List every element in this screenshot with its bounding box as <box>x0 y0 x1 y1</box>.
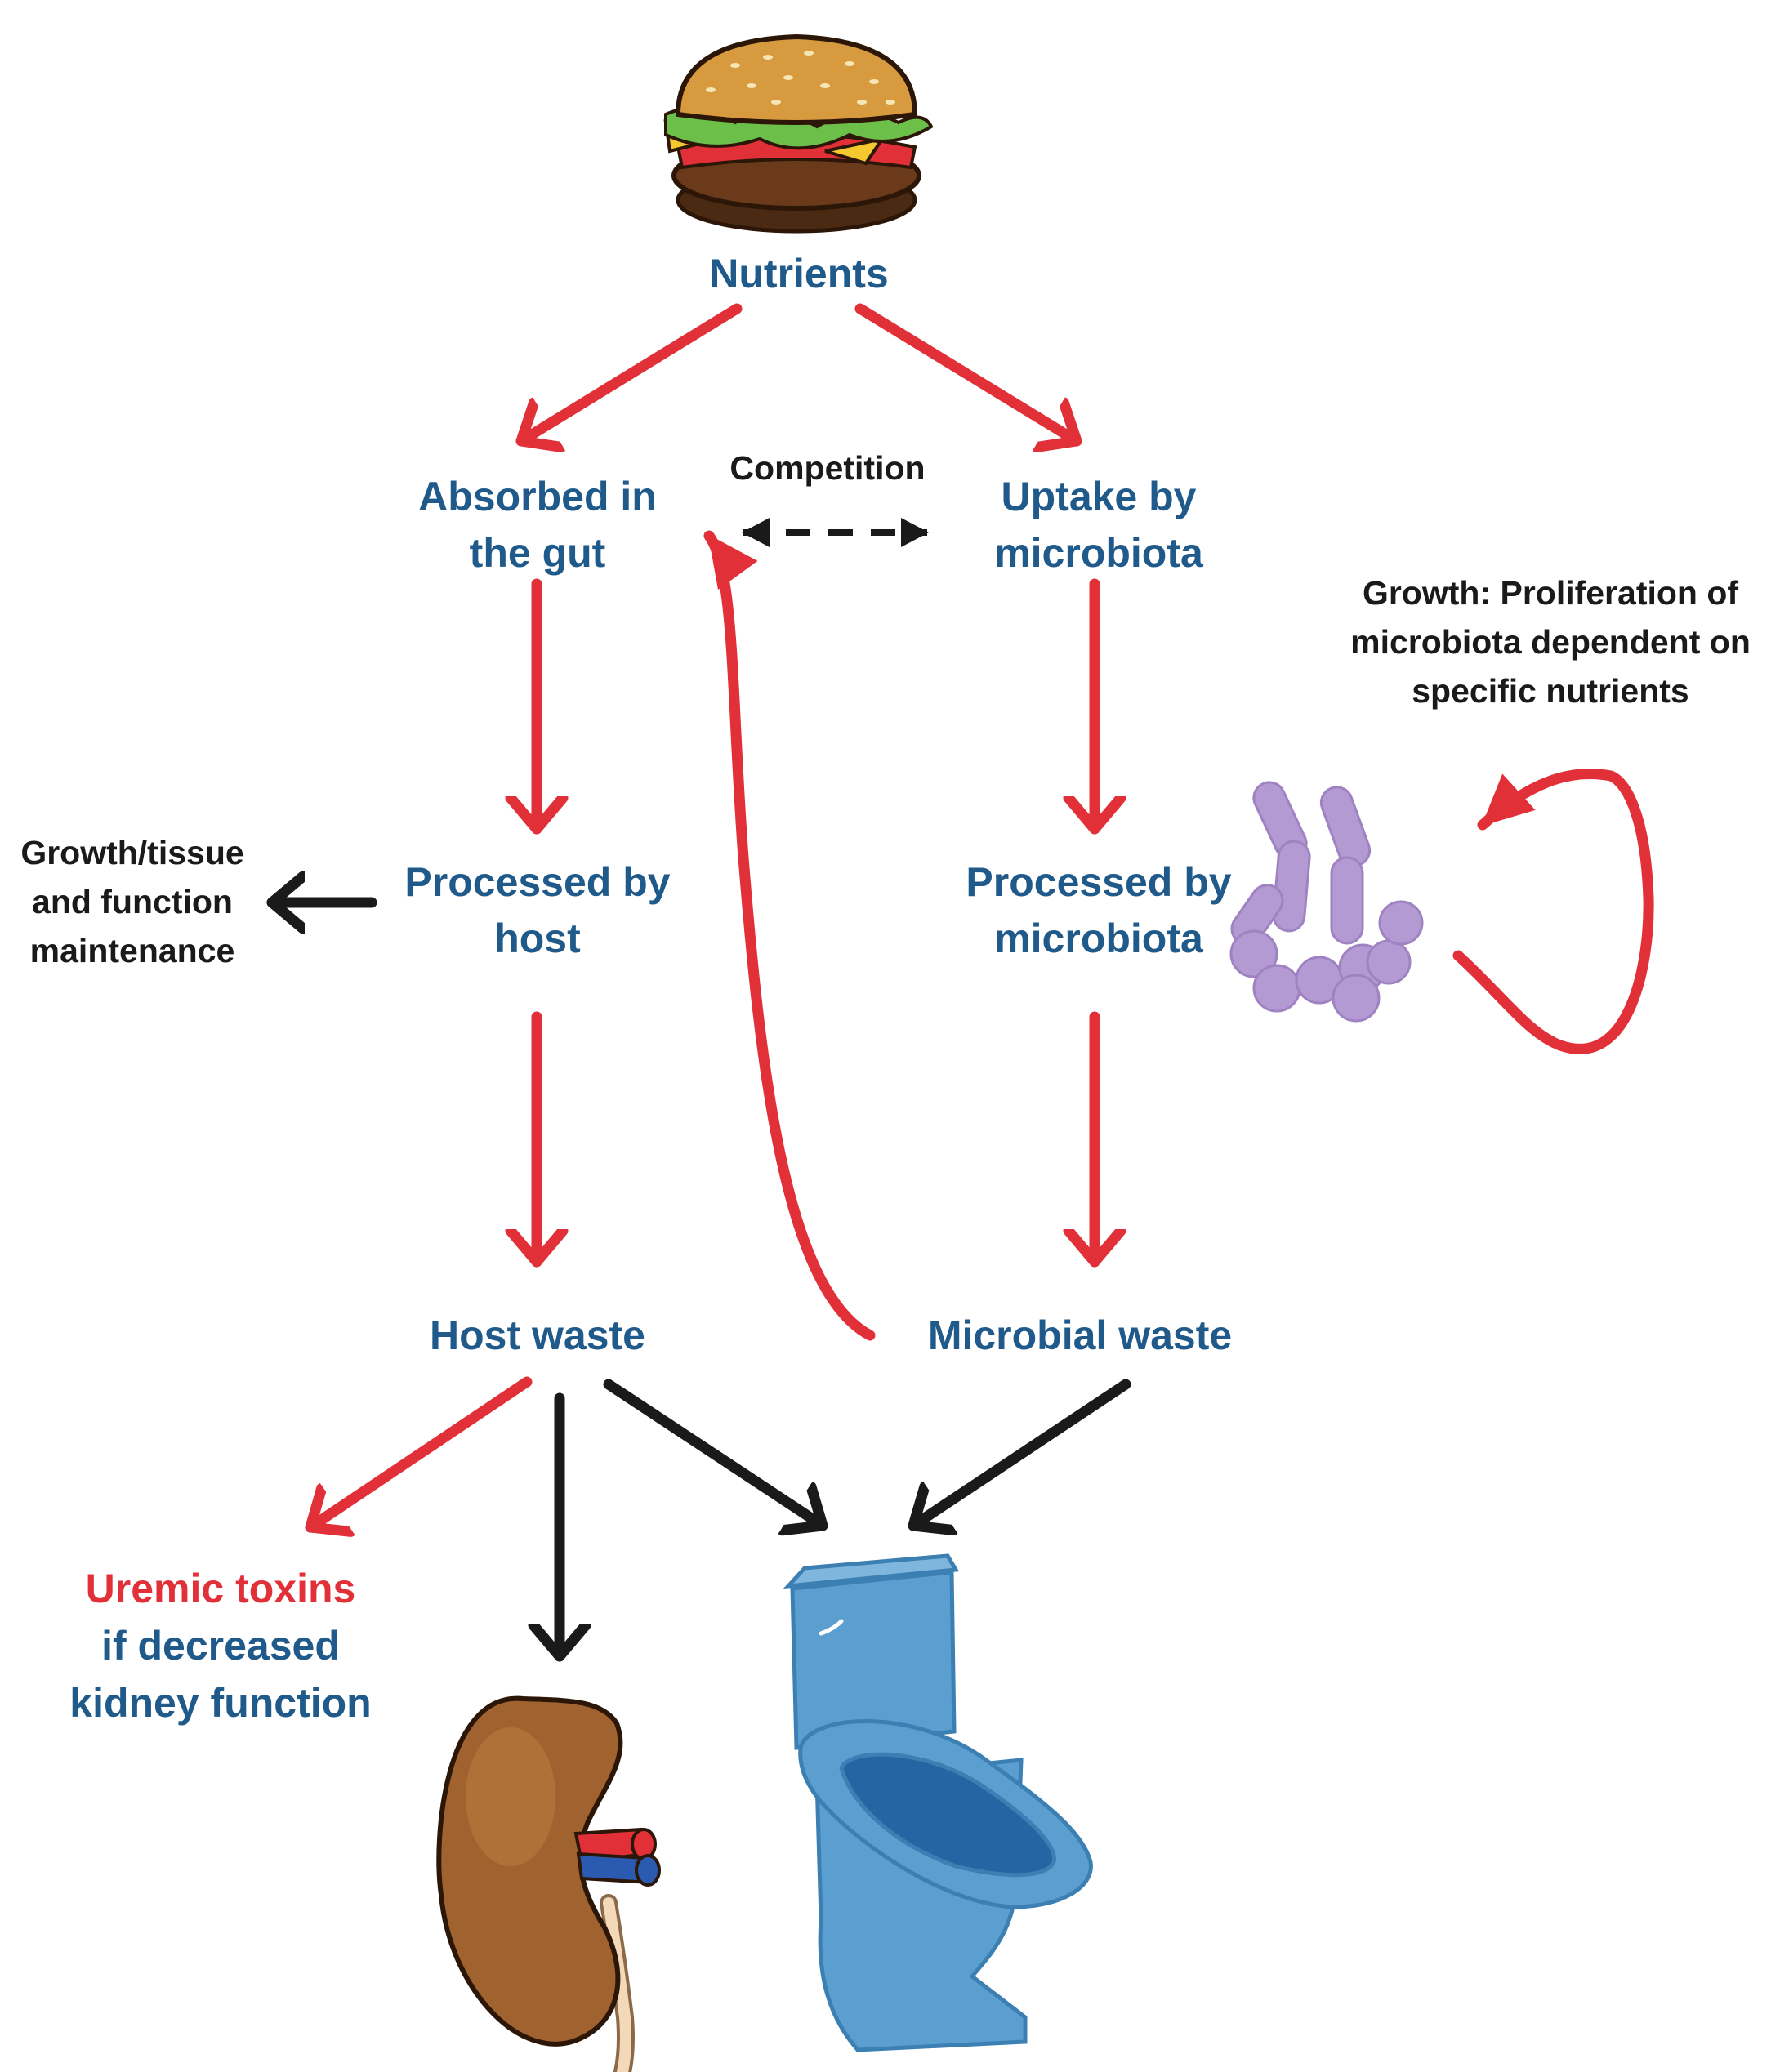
label-uremic-line2: if decreased <box>101 1623 340 1669</box>
black-arrows <box>266 518 1131 1662</box>
arrow-host-waste-to-uremic-toxins <box>305 1376 533 1527</box>
label-nutrients: Nutrients <box>709 251 888 296</box>
label-uptake-line2: microbiota <box>994 530 1204 576</box>
label-processed-host-line1: Processed by <box>404 859 670 905</box>
arrow-nutrients-to-absorbed <box>515 303 743 441</box>
label-competition: Competition <box>729 449 925 487</box>
toilet-icon <box>783 1553 1093 2052</box>
label-host-waste: Host waste <box>430 1312 645 1358</box>
label-growth-line1: Growth: Proliferation of <box>1363 574 1738 612</box>
label-microbial-waste: Microbial waste <box>928 1312 1232 1358</box>
label-uptake-line1: Uptake by <box>1002 474 1197 519</box>
label-uremic-line3: kidney function <box>69 1680 371 1726</box>
label-processed-microbiota-line1: Processed by <box>966 859 1231 905</box>
label-growth-line3: specific nutrients <box>1412 672 1689 710</box>
arrow-microbial-waste-recycle <box>703 530 876 1341</box>
red-arrows <box>305 303 1654 1527</box>
label-processed-microbiota-line2: microbiota <box>994 916 1204 961</box>
label-absorbed-line2: the gut <box>470 530 606 576</box>
arrow-growth-loop <box>1452 769 1654 1054</box>
label-maintenance-line1: Growth/tissue <box>20 834 243 871</box>
bacteria-icon <box>1229 781 1424 1023</box>
label-uremic-toxins: Uremic toxins <box>86 1566 356 1611</box>
burger-icon <box>663 33 934 234</box>
label-processed-host-line2: host <box>494 916 581 961</box>
arrow-nutrients-to-uptake <box>854 303 1082 441</box>
arrow-host-waste-to-toilet <box>603 1379 828 1526</box>
label-absorbed-line1: Absorbed in <box>418 474 657 519</box>
label-growth-line2: microbiota dependent on <box>1350 623 1751 661</box>
label-maintenance-line2: and function <box>32 883 233 920</box>
label-maintenance-line3: maintenance <box>30 932 235 969</box>
kidney-icon <box>436 1695 661 2072</box>
node-labels: Nutrients Absorbed in the gut Uptake by … <box>404 251 1232 1358</box>
arrow-microbial-waste-to-toilet <box>908 1379 1131 1526</box>
annotation-labels: Competition Growth: Proliferation of mic… <box>20 449 1751 1726</box>
